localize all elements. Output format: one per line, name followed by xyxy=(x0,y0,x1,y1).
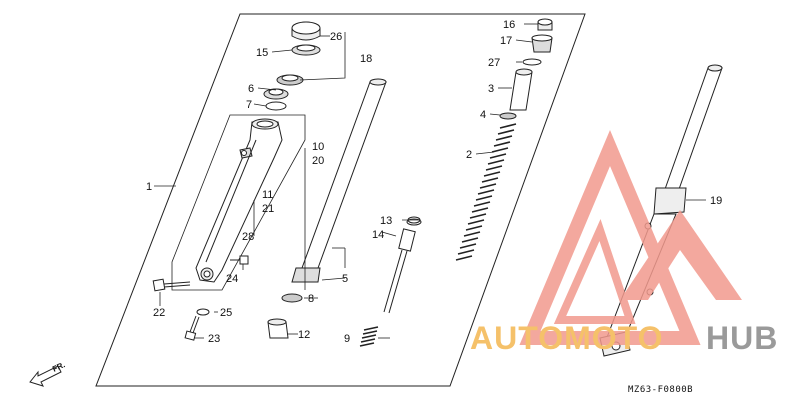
watermark-text-primary: AUTOMOTO xyxy=(470,320,663,356)
seal-stack xyxy=(263,21,321,111)
callout-8: 8 xyxy=(308,293,314,305)
clip-13 xyxy=(406,218,422,226)
cap-16 xyxy=(537,18,553,31)
callout-24: 24 xyxy=(226,273,238,285)
callout-23: 23 xyxy=(208,333,220,345)
callout-2: 2 xyxy=(466,149,472,161)
callout-11: 11 xyxy=(262,189,273,201)
fork-assembly-19 xyxy=(599,64,723,357)
callout-25: 25 xyxy=(220,307,232,319)
spacer-3 xyxy=(509,68,533,111)
diagram-code: MZ63-F0800B xyxy=(628,385,693,395)
callout-1: 1 xyxy=(146,181,152,193)
subassembly-frame xyxy=(171,114,306,291)
bolt-22 xyxy=(152,278,191,292)
oring-27 xyxy=(522,58,542,66)
damper-rod xyxy=(383,216,421,314)
leader-lines xyxy=(154,23,706,339)
bolt-23 xyxy=(184,315,200,341)
callout-27: 27 xyxy=(488,57,500,69)
washer-4 xyxy=(499,112,517,120)
spring-9 xyxy=(359,326,379,347)
callout-28: 28 xyxy=(242,231,254,243)
callout-12: 12 xyxy=(298,329,310,341)
watermark-logo xyxy=(519,129,742,345)
callout-6: 6 xyxy=(248,83,254,95)
callout-13: 13 xyxy=(380,215,392,227)
screw-28 xyxy=(230,255,249,265)
callout-20: 20 xyxy=(312,155,324,167)
front-direction-arrow: FR. xyxy=(29,360,67,387)
washer-25 xyxy=(196,308,210,316)
callout-14: 14 xyxy=(372,229,384,241)
callout-5: 5 xyxy=(342,273,348,285)
front-label: FR. xyxy=(51,360,66,374)
callout-17: 17 xyxy=(500,35,512,47)
spring-2 xyxy=(455,123,517,261)
fork-tube xyxy=(291,78,387,283)
callout-16: 16 xyxy=(503,19,515,31)
watermark-text-secondary: HUB xyxy=(706,320,778,356)
callout-21: 21 xyxy=(262,203,274,215)
callout-3: 3 xyxy=(488,83,494,95)
callout-26: 26 xyxy=(330,31,342,43)
cap-17 xyxy=(531,34,553,53)
fork-slider xyxy=(195,118,283,283)
bushing-12 xyxy=(267,318,289,339)
diagram-frame xyxy=(95,13,586,387)
callout-19: 19 xyxy=(710,195,722,207)
callout-9: 9 xyxy=(344,333,350,345)
seal-8 xyxy=(281,293,303,303)
callout-22: 22 xyxy=(153,307,165,319)
callout-7: 7 xyxy=(246,99,252,111)
callout-10: 10 xyxy=(312,141,324,153)
callout-4: 4 xyxy=(480,109,486,121)
callout-18: 18 xyxy=(360,53,372,65)
callout-15: 15 xyxy=(256,47,268,59)
